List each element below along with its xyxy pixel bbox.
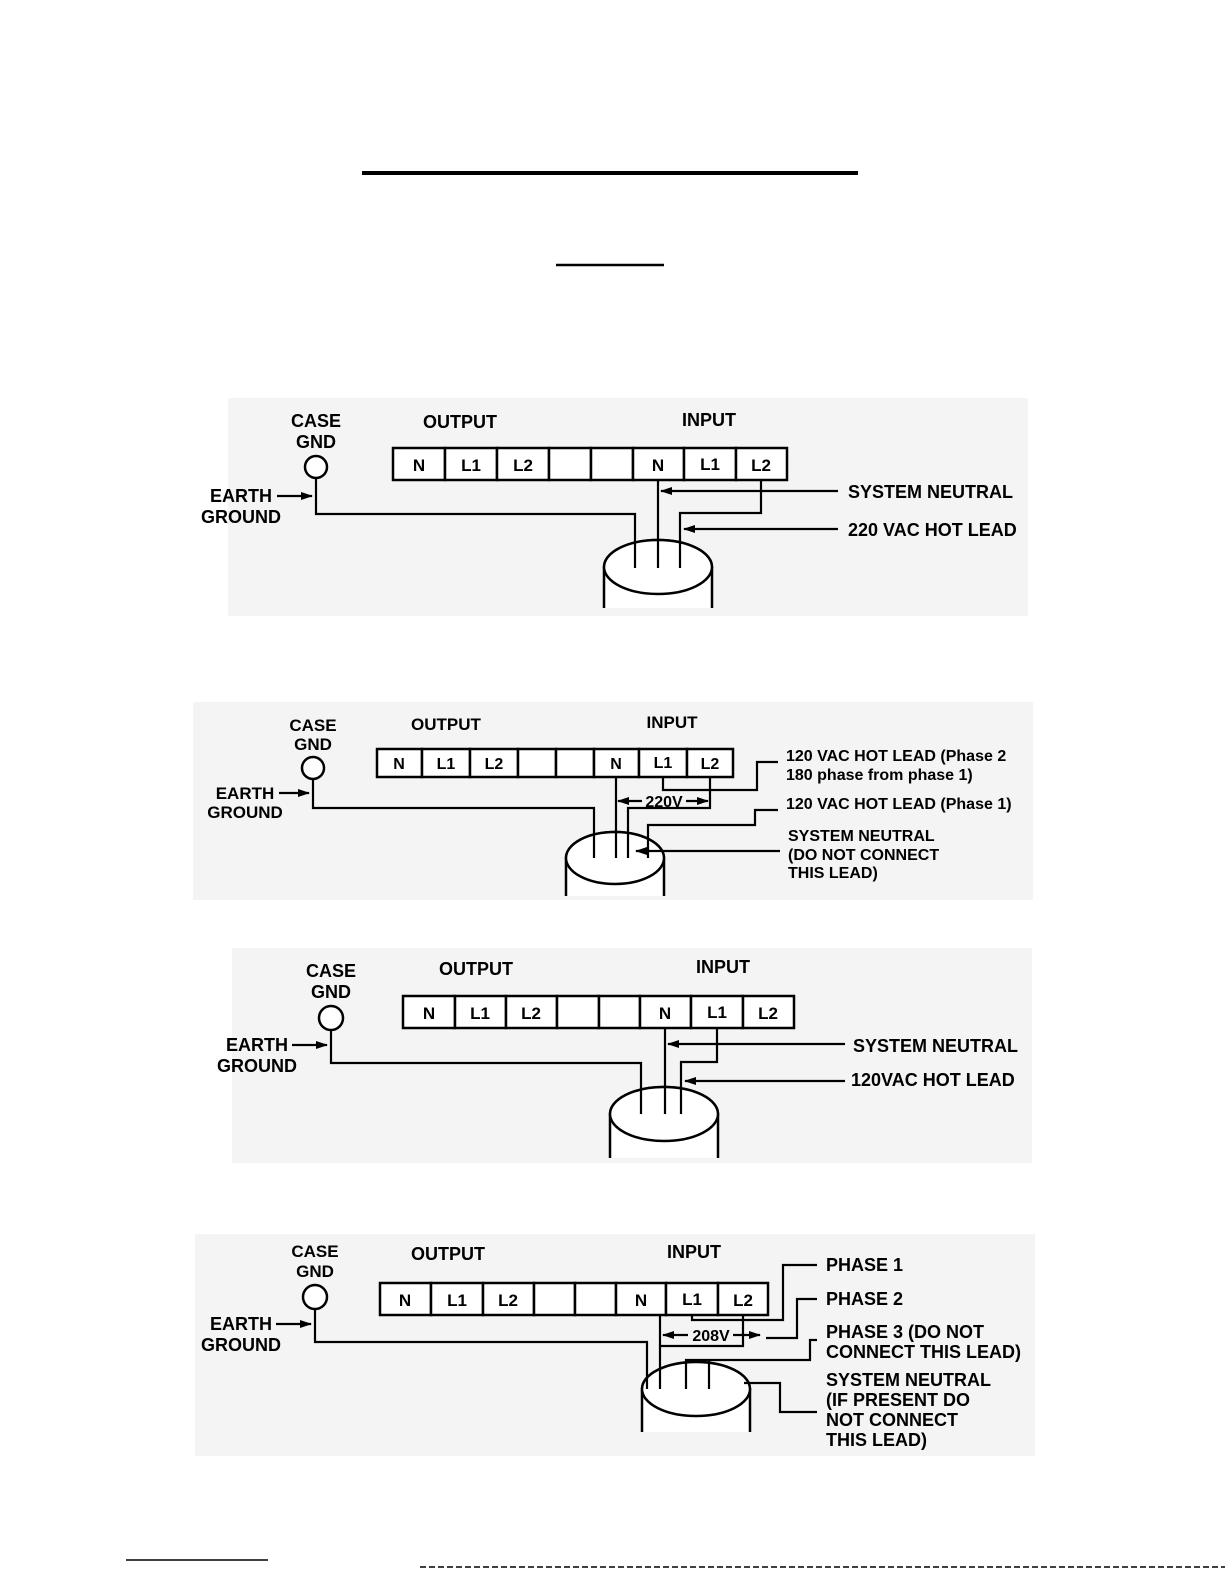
case-label: CASE (289, 716, 336, 735)
callout-phase-2: PHASE 2 (826, 1289, 903, 1309)
callout-system-neutral-line4: THIS LEAD) (826, 1430, 927, 1450)
voltage-label-208v: 208V (692, 1328, 730, 1345)
input-label: INPUT (667, 1242, 721, 1262)
terminal-label: L1 (682, 1290, 702, 1309)
terminal-label: L2 (701, 756, 720, 773)
case-ground-terminal (301, 1283, 329, 1311)
terminal-label: L1 (437, 756, 456, 773)
terminal-label: L1 (461, 456, 481, 475)
terminal-label: N (610, 756, 622, 773)
earth-label: EARTH (210, 1314, 272, 1334)
terminal-label: L2 (751, 456, 771, 475)
terminal-label: L1 (700, 455, 720, 474)
gnd-label: GND (311, 982, 351, 1002)
terminal-label: L2 (498, 1291, 518, 1310)
diagram-3-120vac: CASE GND EARTH GROUND OUTPUT INPUT N L1 … (217, 948, 1032, 1163)
cable (640, 1360, 752, 1432)
callout-phase-3: PHASE 3 (DO NOT (826, 1322, 984, 1342)
terminal-label: N (659, 1004, 671, 1023)
callout-system-neutral-line3: NOT CONNECT (826, 1410, 958, 1430)
terminal-label: L1 (447, 1291, 467, 1310)
diagram-1-220vac: CASE GND EARTH GROUND OUTPUT INPUT N L1 … (201, 398, 1028, 616)
earth-label: EARTH (216, 784, 275, 803)
case-label: CASE (291, 1242, 338, 1261)
gnd-label: GND (296, 432, 336, 452)
callout-phase2-hot-lead: 120 VAC HOT LEAD (Phase 2 (786, 748, 1006, 765)
case-label: CASE (291, 411, 341, 431)
terminal-strip: N L1 L2 N L1 L2 (375, 747, 735, 779)
callout-120vac-hot-lead: 120VAC HOT LEAD (851, 1070, 1015, 1090)
callout-system-neutral: SYSTEM NEUTRAL (826, 1370, 991, 1390)
callout-do-not-connect: (DO NOT CONNECT (788, 847, 939, 864)
case-ground-terminal (300, 755, 326, 781)
terminal-label: N (399, 1291, 411, 1310)
earth-label: EARTH (210, 486, 272, 506)
callout-this-lead: THIS LEAD) (788, 865, 878, 882)
callout-system-neutral-line2: (IF PRESENT DO (826, 1390, 970, 1410)
output-label: OUTPUT (423, 412, 497, 432)
terminal-label: L2 (758, 1004, 778, 1023)
output-label: OUTPUT (439, 959, 513, 979)
callout-system-neutral: SYSTEM NEUTRAL (853, 1036, 1018, 1056)
terminal-label: N (652, 456, 664, 475)
callout-phase1-hot-lead: 120 VAC HOT LEAD (Phase 1) (786, 796, 1012, 813)
diagram-4-208v-three-phase: CASE GND EARTH GROUND OUTPUT INPUT N L1 … (195, 1234, 1035, 1456)
case-label: CASE (306, 961, 356, 981)
terminal-label: L2 (733, 1291, 753, 1310)
callout-system-neutral: SYSTEM NEUTRAL (848, 482, 1013, 502)
voltage-label-220v: 220V (645, 794, 683, 811)
callout-phase-3-line2: CONNECT THIS LEAD) (826, 1342, 1021, 1362)
terminal-strip: N L1 L2 N L1 L2 (391, 446, 789, 482)
input-label: INPUT (696, 957, 750, 977)
terminal-strip: N L1 L2 N L1 L2 (401, 994, 796, 1030)
output-label: OUTPUT (411, 715, 482, 734)
ground-label: GROUND (201, 1335, 281, 1355)
input-label: INPUT (647, 713, 699, 732)
callout-220vac-hot-lead: 220 VAC HOT LEAD (848, 520, 1017, 540)
gnd-label: GND (294, 735, 332, 754)
terminal-label: L2 (521, 1004, 541, 1023)
terminal-label: L1 (470, 1004, 490, 1023)
input-label: INPUT (682, 410, 736, 430)
terminal-label: N (413, 456, 425, 475)
ground-label: GROUND (207, 803, 283, 822)
gnd-label: GND (296, 1262, 334, 1281)
case-ground-terminal (317, 1004, 345, 1032)
terminal-label: L2 (485, 756, 504, 773)
terminal-label: L1 (654, 755, 673, 772)
case-ground-terminal (303, 454, 329, 480)
callout-system-neutral: SYSTEM NEUTRAL (788, 828, 935, 845)
ground-label: GROUND (201, 507, 281, 527)
earth-label: EARTH (226, 1035, 288, 1055)
terminal-label: L1 (707, 1003, 727, 1022)
terminal-label: N (423, 1004, 435, 1023)
terminal-label: N (393, 756, 405, 773)
terminal-strip: N L1 L2 N L1 L2 (378, 1281, 770, 1317)
cable (608, 1085, 720, 1158)
terminal-label: N (635, 1291, 647, 1310)
callout-phase-1: PHASE 1 (826, 1255, 903, 1275)
callout-phase2-hot-lead-line2: 180 phase from phase 1) (786, 767, 973, 784)
ground-label: GROUND (217, 1056, 297, 1076)
diagram-2-220v-split-phase: CASE GND EARTH GROUND OUTPUT INPUT N L1 … (193, 702, 1033, 900)
terminal-label: L2 (513, 456, 533, 475)
output-label: OUTPUT (411, 1244, 485, 1264)
